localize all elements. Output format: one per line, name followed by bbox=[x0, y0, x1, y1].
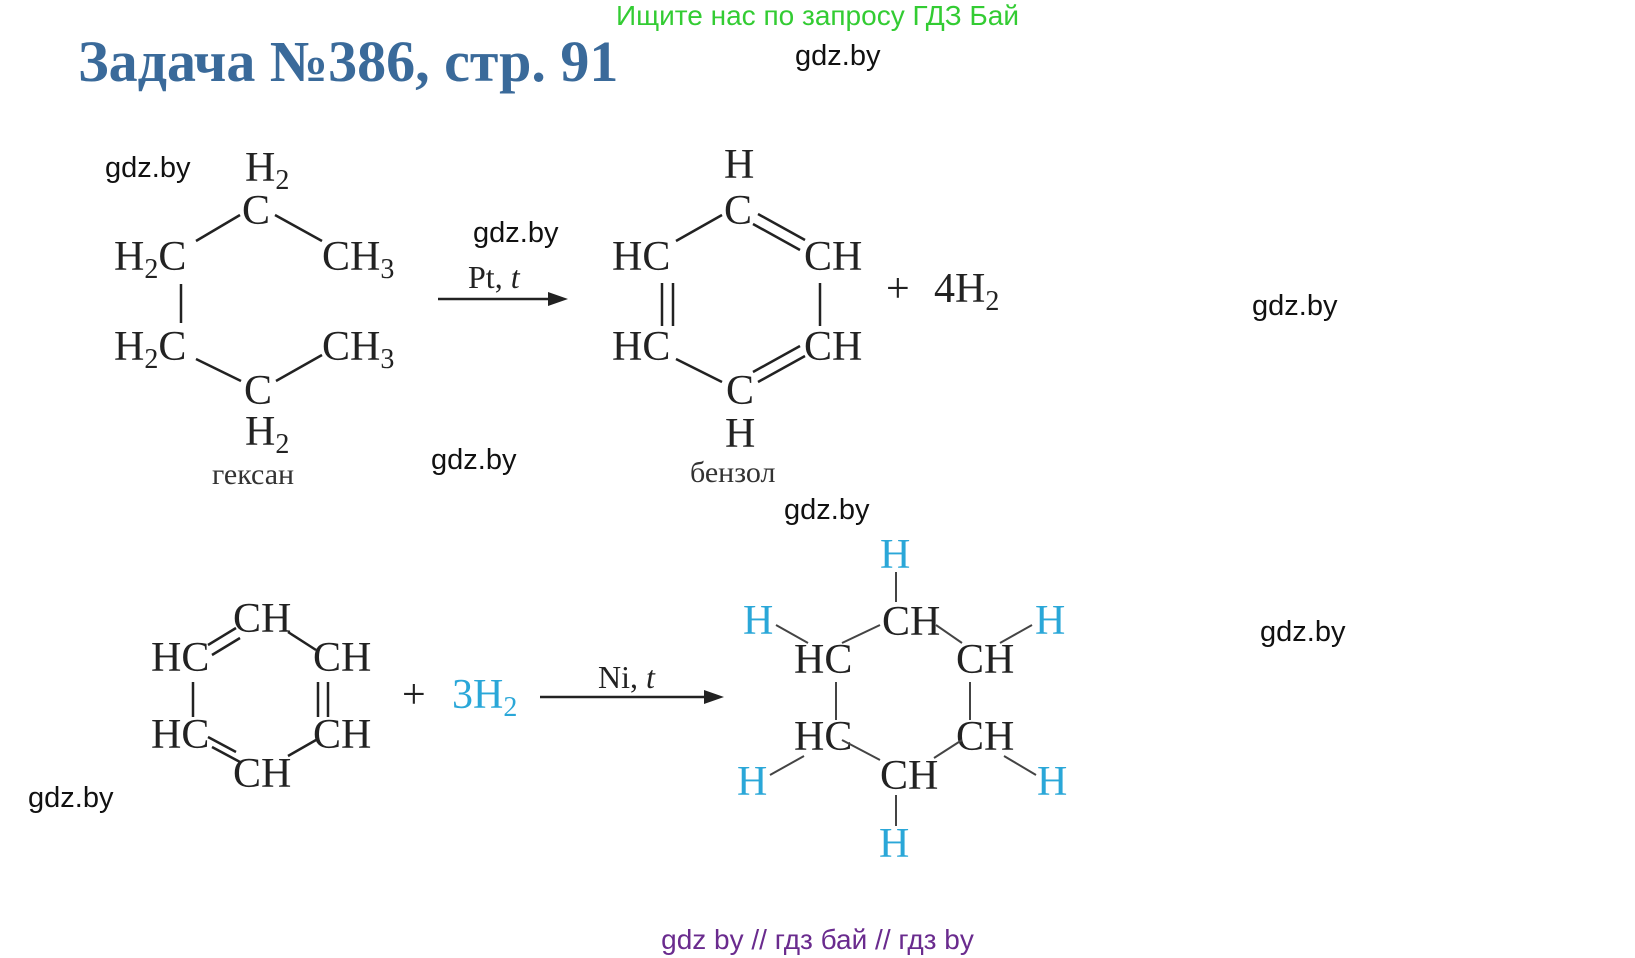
plus-sign: + bbox=[886, 266, 910, 312]
bond bbox=[207, 626, 237, 647]
added-hydrogen: H bbox=[879, 821, 909, 867]
search-banner: Ищите нас по запросу ГДЗ Бай bbox=[615, 0, 1020, 31]
bond bbox=[757, 354, 806, 384]
atom-label: HC bbox=[794, 714, 852, 760]
footer-watermark: gdz by // гдз бай // гдз by bbox=[661, 924, 974, 955]
atom-label: HC bbox=[151, 712, 209, 758]
bond bbox=[769, 755, 805, 776]
added-hydrogen: H bbox=[743, 598, 773, 644]
atom-label: H2C bbox=[114, 324, 186, 375]
atom-label: CH bbox=[956, 714, 1014, 760]
atom-label: C bbox=[726, 368, 754, 414]
bond bbox=[675, 213, 723, 243]
plus-sign: + bbox=[402, 672, 426, 718]
bond bbox=[195, 213, 241, 243]
bond bbox=[933, 739, 963, 759]
bond bbox=[275, 353, 323, 383]
bond bbox=[752, 222, 801, 252]
watermark: gdz.by bbox=[784, 494, 870, 526]
atom-label: H bbox=[724, 142, 754, 188]
cyclohexane-structure: H CH H HC H CH HC H CH H CH H bbox=[737, 532, 1067, 867]
bond bbox=[841, 624, 881, 644]
added-hydrogen: H bbox=[1035, 598, 1065, 644]
hexane-structure: H2 C H2C CH3 H2C CH3 C H2 гексан bbox=[114, 145, 394, 491]
atom-label: CH bbox=[313, 712, 371, 758]
bond bbox=[211, 745, 241, 764]
reaction-arrow-pt: Pt,t bbox=[438, 259, 568, 306]
atom-label: CH bbox=[882, 599, 940, 645]
atom-label: CH bbox=[804, 234, 862, 280]
arrow-head-icon bbox=[704, 690, 724, 704]
atom-label: H bbox=[725, 411, 755, 457]
added-hydrogen: H bbox=[1037, 759, 1067, 805]
bond bbox=[195, 357, 242, 383]
added-hydrogen: H bbox=[880, 532, 910, 578]
hydrogen-byproduct: 4H2 bbox=[934, 266, 999, 317]
bond bbox=[211, 636, 241, 657]
atom-label: C bbox=[242, 188, 270, 234]
catalyst-label: Ni,t bbox=[598, 659, 656, 695]
bond bbox=[935, 624, 963, 644]
bond bbox=[287, 630, 317, 652]
page-title: Задача №386, стр. 91 bbox=[78, 29, 619, 94]
atom-label: CH bbox=[233, 751, 291, 797]
atom-label: CH3 bbox=[322, 324, 394, 375]
watermark: gdz.by bbox=[473, 217, 559, 249]
bond bbox=[1003, 755, 1037, 776]
benzene-structure: H C HC CH HC CH C H бензол bbox=[612, 142, 862, 489]
atom-label: CH bbox=[880, 753, 938, 799]
hydrogen-reagent: 3H2 bbox=[452, 672, 517, 723]
watermark: gdz.by bbox=[28, 782, 114, 814]
atom-label: H2 bbox=[245, 409, 289, 460]
atom-label: HC bbox=[794, 637, 852, 683]
compound-name-hexane: гексан bbox=[212, 458, 294, 491]
bond bbox=[999, 624, 1033, 644]
atom-label: CH bbox=[313, 635, 371, 681]
arrow-head-icon bbox=[548, 292, 568, 306]
bond bbox=[274, 213, 323, 243]
catalyst-label: Pt,t bbox=[468, 259, 521, 295]
atom-label: CH bbox=[804, 324, 862, 370]
atom-label: HC bbox=[612, 324, 670, 370]
atom-label: CH3 bbox=[322, 234, 394, 285]
atom-label: H2C bbox=[114, 234, 186, 285]
atom-label: HC bbox=[612, 234, 670, 280]
bond bbox=[287, 738, 317, 758]
bond bbox=[675, 357, 723, 384]
bond bbox=[841, 739, 881, 761]
bond bbox=[752, 344, 801, 374]
atom-label: C bbox=[724, 188, 752, 234]
watermark: gdz.by bbox=[795, 40, 881, 72]
atom-label: C bbox=[244, 368, 272, 414]
reaction-arrow-ni: Ni,t bbox=[540, 659, 724, 704]
bond bbox=[775, 624, 809, 644]
atom-label: CH bbox=[956, 637, 1014, 683]
watermark: gdz.by bbox=[1260, 616, 1346, 648]
bond bbox=[757, 212, 806, 242]
watermark: gdz.by bbox=[1252, 290, 1338, 322]
atom-label: HC bbox=[151, 635, 209, 681]
bond bbox=[207, 735, 237, 754]
watermark: gdz.by bbox=[105, 152, 191, 184]
watermark: gdz.by bbox=[431, 444, 517, 476]
added-hydrogen: H bbox=[737, 759, 767, 805]
compound-name-benzene: бензол bbox=[690, 456, 776, 489]
benzene-structure-2: CH HC CH HC CH CH bbox=[151, 596, 371, 797]
atom-label: CH bbox=[233, 596, 291, 642]
atom-label: H2 bbox=[245, 145, 289, 196]
